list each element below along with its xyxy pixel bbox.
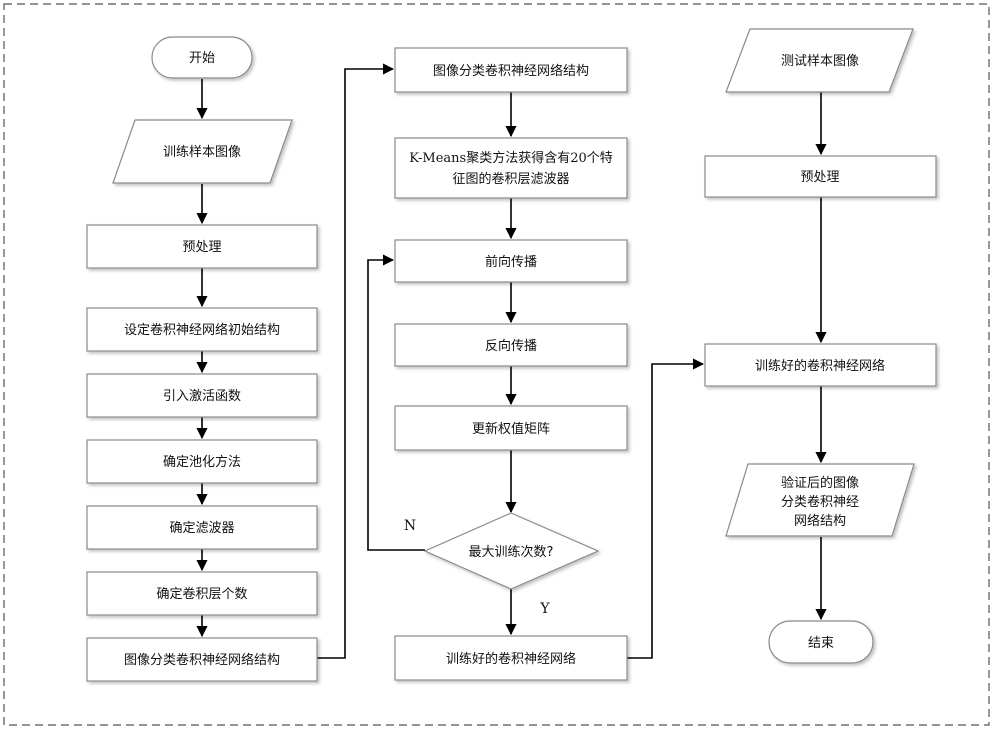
node-update-label: 更新权值矩阵 <box>472 421 550 437</box>
node-trained-2: 训练好的卷积神经网络 <box>704 343 937 387</box>
node-start: 开始 <box>151 36 253 79</box>
node-kmeans-label-line1: K-Means聚类方法获得含有20个特 <box>409 150 613 166</box>
node-activation-label: 引入激活函数 <box>163 389 241 404</box>
diagram-frame <box>3 3 990 726</box>
node-backward-label: 反向传播 <box>485 338 537 354</box>
node-backward: 反向传播 <box>394 323 628 367</box>
node-test-samples: 测试样本图像 <box>725 28 914 93</box>
node-trained-2-label: 训练好的卷积神经网络 <box>755 358 885 374</box>
node-verified-label-line3: 网络结构 <box>794 513 846 529</box>
node-preprocess-1: 预处理 <box>86 224 318 269</box>
connectors <box>196 63 827 659</box>
edge-decision-no-loop <box>367 254 425 551</box>
node-train-samples: 训练样本图像 <box>112 119 293 184</box>
node-max-iter-decision: 最大训练次数? <box>423 512 600 590</box>
node-max-iter-label: 最大训练次数? <box>469 544 554 560</box>
node-filter-label: 确定滤波器 <box>169 521 234 536</box>
node-verified-label-line1: 验证后的图像 <box>781 475 859 491</box>
node-verified: 验证后的图像 分类卷积神经 网络结构 <box>725 463 915 537</box>
node-test-samples-label: 测试样本图像 <box>781 54 859 69</box>
node-kmeans-label-line2: 征图的卷积层滤波器 <box>452 171 569 187</box>
node-cnn-structure-2: 图像分类卷积神经网络结构 <box>394 47 628 93</box>
node-init-structure-label: 设定卷积神经网络初始结构 <box>124 322 280 338</box>
node-preprocess-2: 预处理 <box>704 155 937 198</box>
node-end-label: 结束 <box>808 636 834 651</box>
node-forward: 前向传播 <box>394 239 628 283</box>
node-pooling: 确定池化方法 <box>86 439 318 484</box>
node-trained-1: 训练好的卷积神经网络 <box>394 635 628 681</box>
node-preprocess-2-label: 预处理 <box>800 170 839 185</box>
node-filter: 确定滤波器 <box>86 505 318 550</box>
node-start-label: 开始 <box>189 51 215 66</box>
node-end: 结束 <box>768 620 874 664</box>
node-conv-layers-label: 确定卷积层个数 <box>156 586 247 602</box>
edge-trained-to-column-3 <box>627 358 705 659</box>
node-cnn-structure-1-label: 图像分类卷积神经网络结构 <box>124 652 280 668</box>
node-update: 更新权值矩阵 <box>394 405 628 451</box>
edge-cnn-structure-to-column-2 <box>317 63 395 659</box>
node-preprocess-1-label: 预处理 <box>182 240 221 255</box>
node-cnn-structure-1: 图像分类卷积神经网络结构 <box>86 637 318 682</box>
branch-no-label: N <box>404 518 416 534</box>
node-trained-1-label: 训练好的卷积神经网络 <box>446 651 576 667</box>
node-forward-label: 前向传播 <box>485 254 537 270</box>
branch-yes-label: Y <box>539 601 550 617</box>
node-activation: 引入激活函数 <box>86 373 318 418</box>
node-pooling-label: 确定池化方法 <box>163 454 241 470</box>
node-conv-layers: 确定卷积层个数 <box>86 571 318 616</box>
node-train-samples-label: 训练样本图像 <box>163 145 241 160</box>
node-init-structure: 设定卷积神经网络初始结构 <box>86 307 318 352</box>
node-verified-label-line2: 分类卷积神经 <box>781 494 859 510</box>
node-cnn-structure-2-label: 图像分类卷积神经网络结构 <box>433 63 589 79</box>
node-kmeans: K-Means聚类方法获得含有20个特 征图的卷积层滤波器 <box>394 137 628 199</box>
